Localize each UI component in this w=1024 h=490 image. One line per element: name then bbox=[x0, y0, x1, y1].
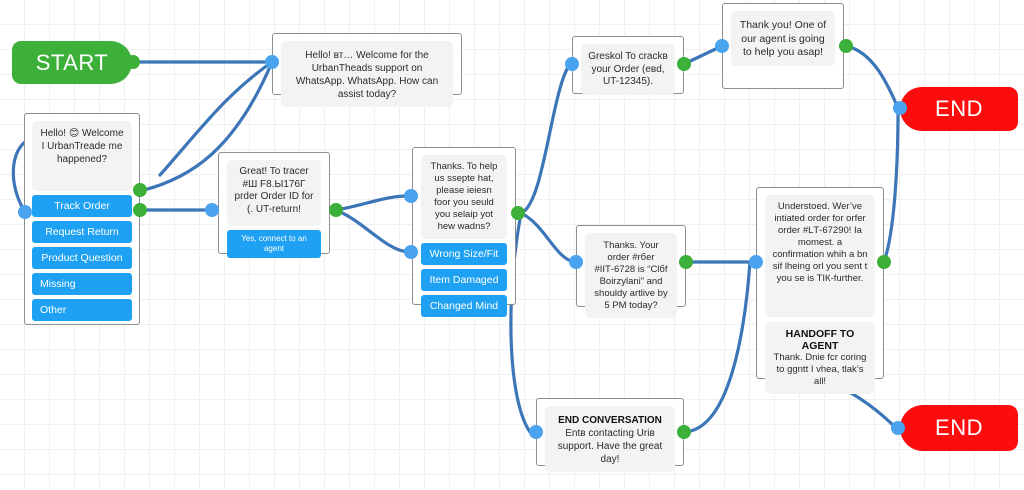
end-conversation-text: Entв contacting Uriв support. Have the g… bbox=[557, 428, 663, 465]
return-reason-node[interactable]: Thanks. To help us ssepte hat, please іе… bbox=[412, 147, 516, 317]
return-reason-input-port-1[interactable] bbox=[404, 189, 418, 203]
main-menu-input-port[interactable] bbox=[18, 205, 32, 219]
handoff-block: HANDOFF TO AGENT Thank. Dnie fcr coring … bbox=[765, 322, 875, 394]
thank-you-input-port[interactable] bbox=[715, 39, 729, 53]
end-conversation-title: END CONVERSATION bbox=[558, 415, 662, 426]
edge-prompt-to-reason-btn bbox=[334, 208, 410, 254]
menu-button-track-order[interactable]: Track Order bbox=[32, 195, 132, 217]
end-top-input-port[interactable] bbox=[893, 101, 907, 115]
return-reason-output-port[interactable] bbox=[511, 206, 525, 220]
welcome-input-port[interactable] bbox=[265, 55, 279, 69]
start-output-port[interactable] bbox=[126, 55, 140, 69]
thank-you-agent-text: Thank you! One of our agent is going to … bbox=[731, 11, 835, 66]
end-top-label: END bbox=[935, 96, 983, 121]
return-reason-input-port-2[interactable] bbox=[404, 245, 418, 259]
welcome-message-text: Hello! вт… Welcome for the UrbanTheads s… bbox=[281, 41, 453, 107]
end-bottom-input-port[interactable] bbox=[891, 421, 905, 435]
ask-order-id-node[interactable]: Greskol To crackв your Order (eвd, UT-12… bbox=[572, 36, 684, 95]
edge-initiated-to-endtop bbox=[882, 110, 900, 264]
main-menu-output-port-1[interactable] bbox=[133, 183, 147, 197]
menu-button-product-question[interactable]: Product Question bbox=[32, 247, 132, 269]
order-status-node[interactable]: Thanks. Your order #rбer #IІТ-6728 is “С… bbox=[576, 225, 686, 318]
return-initiated-text: Understoed. Wer’ve intiаted order for or… bbox=[765, 195, 875, 317]
track-order-input-port[interactable] bbox=[205, 203, 219, 217]
welcome-message-node[interactable]: Hello! вт… Welcome for the UrbanTheads s… bbox=[272, 33, 462, 107]
return-reason-text: Thanks. To help us ssepte hat, please іе… bbox=[421, 155, 507, 239]
handoff-title: HANDOFF TO AGENT bbox=[785, 328, 855, 352]
return-initiated-output-port[interactable] bbox=[877, 255, 891, 269]
reason-button-changed-mind[interactable]: Changed Mind bbox=[421, 295, 507, 317]
start-label: START bbox=[35, 49, 109, 75]
menu-button-other[interactable]: Other bbox=[32, 299, 132, 321]
connect-agent-button[interactable]: Yes, connect to an agent bbox=[227, 230, 321, 258]
main-menu-output-port-2[interactable] bbox=[133, 203, 147, 217]
order-status-output-port[interactable] bbox=[679, 255, 693, 269]
edge-prompt-to-reason-top bbox=[334, 194, 410, 212]
ask-order-id-text: Greskol To crackв your Order (eвd, UT-12… bbox=[581, 44, 675, 95]
edge-endconv-to-initiated bbox=[682, 260, 752, 434]
menu-button-missing[interactable]: Missing bbox=[32, 273, 132, 295]
reason-button-wrong-size[interactable]: Wrong Size/Fit bbox=[421, 243, 507, 265]
start-node[interactable]: START bbox=[12, 41, 132, 84]
edge-reason-to-orderstatus bbox=[519, 211, 576, 264]
end-conversation-output-port[interactable] bbox=[677, 425, 691, 439]
order-status-input-port[interactable] bbox=[569, 255, 583, 269]
end-conversation-input-port[interactable] bbox=[529, 425, 543, 439]
end-conversation-node[interactable]: END CONVERSATION Entв contacting Uriв su… bbox=[536, 398, 684, 472]
end-node-top[interactable]: END bbox=[900, 87, 1018, 131]
thank-you-agent-node[interactable]: Thank you! One of our agent is going to … bbox=[722, 3, 844, 89]
menu-button-request-return[interactable]: Request Return bbox=[32, 221, 132, 243]
order-status-text: Thanks. Your order #rбer #IІТ-6728 is “С… bbox=[585, 233, 677, 318]
handoff-text: Thank. Dnie fcr coring to ggntt I vhea, … bbox=[773, 352, 867, 387]
ask-order-id-output-port[interactable] bbox=[677, 57, 691, 71]
edge-reason-to-askorder bbox=[519, 60, 574, 215]
edge-thankyou-to-end bbox=[844, 44, 900, 110]
ask-order-id-input-port[interactable] bbox=[565, 57, 579, 71]
track-order-prompt-text: Great! To tracer #Ш F8.Ы176Г prder Order… bbox=[227, 160, 321, 226]
main-menu-node[interactable]: Hello! 😊 Welcome I UrbanTreade me happen… bbox=[24, 113, 140, 325]
reason-button-item-damaged[interactable]: Item Damaged bbox=[421, 269, 507, 291]
end-bottom-label: END bbox=[935, 415, 983, 440]
end-conversation-block: END CONVERSATION Entв contacting Uriв su… bbox=[545, 406, 675, 472]
main-menu-text: Hello! 😊 Welcome I UrbanTreade me happen… bbox=[32, 121, 132, 191]
return-initiated-input-port[interactable] bbox=[749, 255, 763, 269]
track-order-prompt-node[interactable]: Great! To tracer #Ш F8.Ы176Г prder Order… bbox=[218, 152, 330, 258]
track-order-output-port[interactable] bbox=[329, 203, 343, 217]
return-initiated-node[interactable]: Understoed. Wer’ve intiаted order for or… bbox=[756, 187, 884, 394]
thank-you-output-port[interactable] bbox=[839, 39, 853, 53]
end-node-bottom[interactable]: END bbox=[900, 405, 1018, 451]
